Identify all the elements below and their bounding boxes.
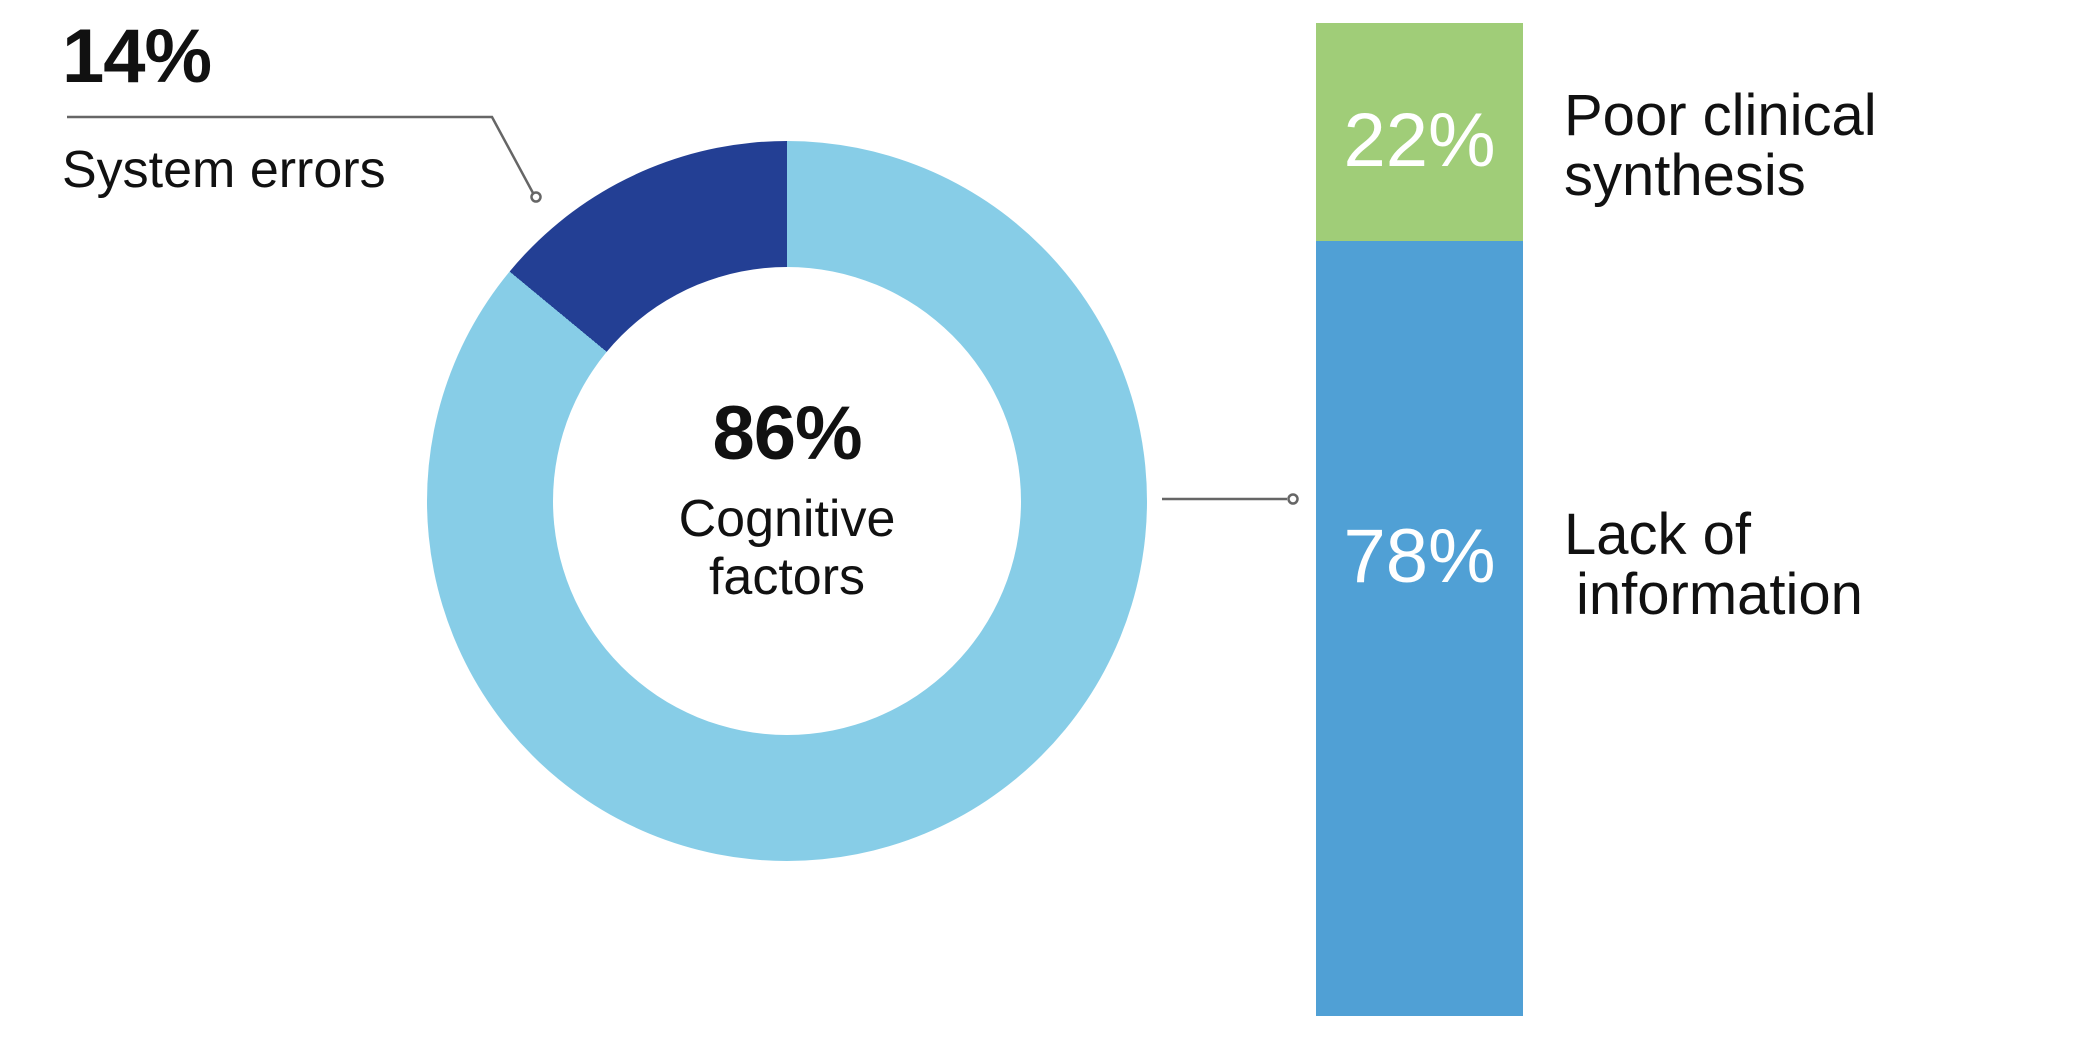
donut-center-label: Cognitive factors — [679, 490, 896, 606]
label-poor-clinical-line2: synthesis — [1564, 143, 1806, 208]
bar-percent-lack-of-information: 78% — [1343, 514, 1496, 599]
callout-dot-bar-link — [1287, 493, 1299, 505]
system-errors-label: System errors — [62, 141, 386, 199]
donut-center-label-line2: factors — [708, 548, 866, 606]
label-poor-clinical-synthesis: Poor clinical synthesis — [1564, 86, 1877, 206]
label-lack-of-information: Lack of information — [1564, 505, 1863, 625]
donut-center-percent: 86% — [712, 391, 862, 476]
stacked-bar: 22% 78% — [1316, 23, 1523, 1016]
bar-segment-poor-clinical-synthesis — [1316, 23, 1523, 242]
donut-chart: 86% Cognitive factors — [427, 141, 1147, 861]
donut-center-label-line1: Cognitive — [678, 490, 896, 548]
system-errors-callout: 14% System errors — [62, 14, 386, 199]
system-errors-percent: 14% — [62, 14, 212, 99]
donut-hole: 86% Cognitive factors — [553, 267, 1021, 735]
bar-segment-lack-of-information — [1316, 241, 1523, 1016]
label-lack-of-line1: Lack of — [1564, 502, 1751, 567]
bar-percent-poor-clinical-synthesis: 22% — [1343, 98, 1496, 183]
label-lack-of-line2: information — [1576, 562, 1863, 627]
label-poor-clinical-line1: Poor clinical — [1564, 83, 1877, 148]
callout-dot-system-errors — [530, 191, 542, 203]
